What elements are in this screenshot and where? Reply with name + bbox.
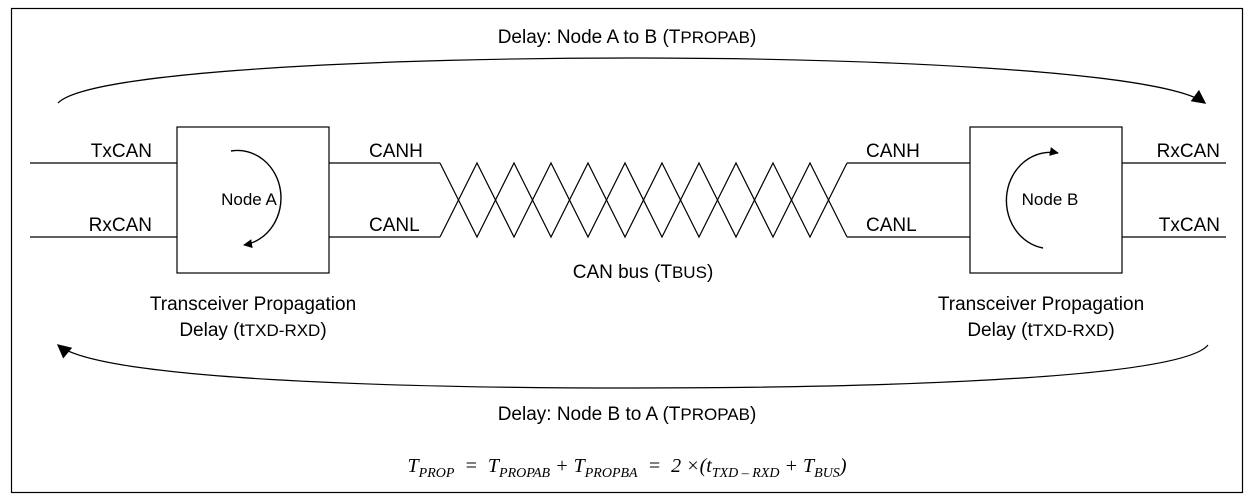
node-a-box xyxy=(176,126,330,274)
node-b-caption-line2: Delay (tTXD-RXD) xyxy=(967,320,1114,341)
node-b-rotation-arrow xyxy=(1005,147,1059,249)
node-b-canh-label: CANH xyxy=(866,141,920,162)
propagation-equation: TPROP = TPROPAB + TPROPBA = 2 ×(tTXD – R… xyxy=(408,455,847,481)
node-a-txcan-label: TxCAN xyxy=(91,141,152,162)
delay-b-to-a-arrow xyxy=(56,344,1209,389)
can-bus-label: CAN bus (TBUS) xyxy=(573,262,714,283)
node-a: TxCAN RxCAN Node A CANH CANL Transceiver… xyxy=(30,126,440,341)
node-b-caption-line1: Transceiver Propagation xyxy=(938,294,1144,315)
delay-a-to-b-arrow xyxy=(57,57,1207,104)
delay-b-to-a-label: Delay: Node B to A (TPROPAB) xyxy=(498,404,757,425)
node-b-txcan-label: TxCAN xyxy=(1159,215,1220,236)
node-b-label: Node B xyxy=(1022,190,1079,209)
node-b: CANH CANL Node B RxCAN TxCAN Transceiver… xyxy=(847,126,1226,341)
node-a-canl-label: CANL xyxy=(369,215,420,236)
node-b-rxcan-label: RxCAN xyxy=(1157,141,1220,162)
node-a-caption-line2: Delay (tTXD-RXD) xyxy=(179,320,326,341)
can-bus-wire-l xyxy=(439,161,848,239)
delay-a-to-b-label: Delay: Node A to B (TPROPAB) xyxy=(498,27,757,48)
node-a-caption-line1: Transceiver Propagation xyxy=(150,294,356,315)
node-a-rxcan-label: RxCAN xyxy=(89,215,152,236)
node-a-label: Node A xyxy=(221,190,277,209)
node-a-canh-label: CANH xyxy=(369,141,423,162)
node-b-box xyxy=(969,126,1123,274)
node-a-rotation-arrow xyxy=(230,149,282,249)
outer-frame xyxy=(10,7,1244,494)
node-b-canl-label: CANL xyxy=(866,215,917,236)
can-bus-twisted-pair xyxy=(439,161,848,239)
